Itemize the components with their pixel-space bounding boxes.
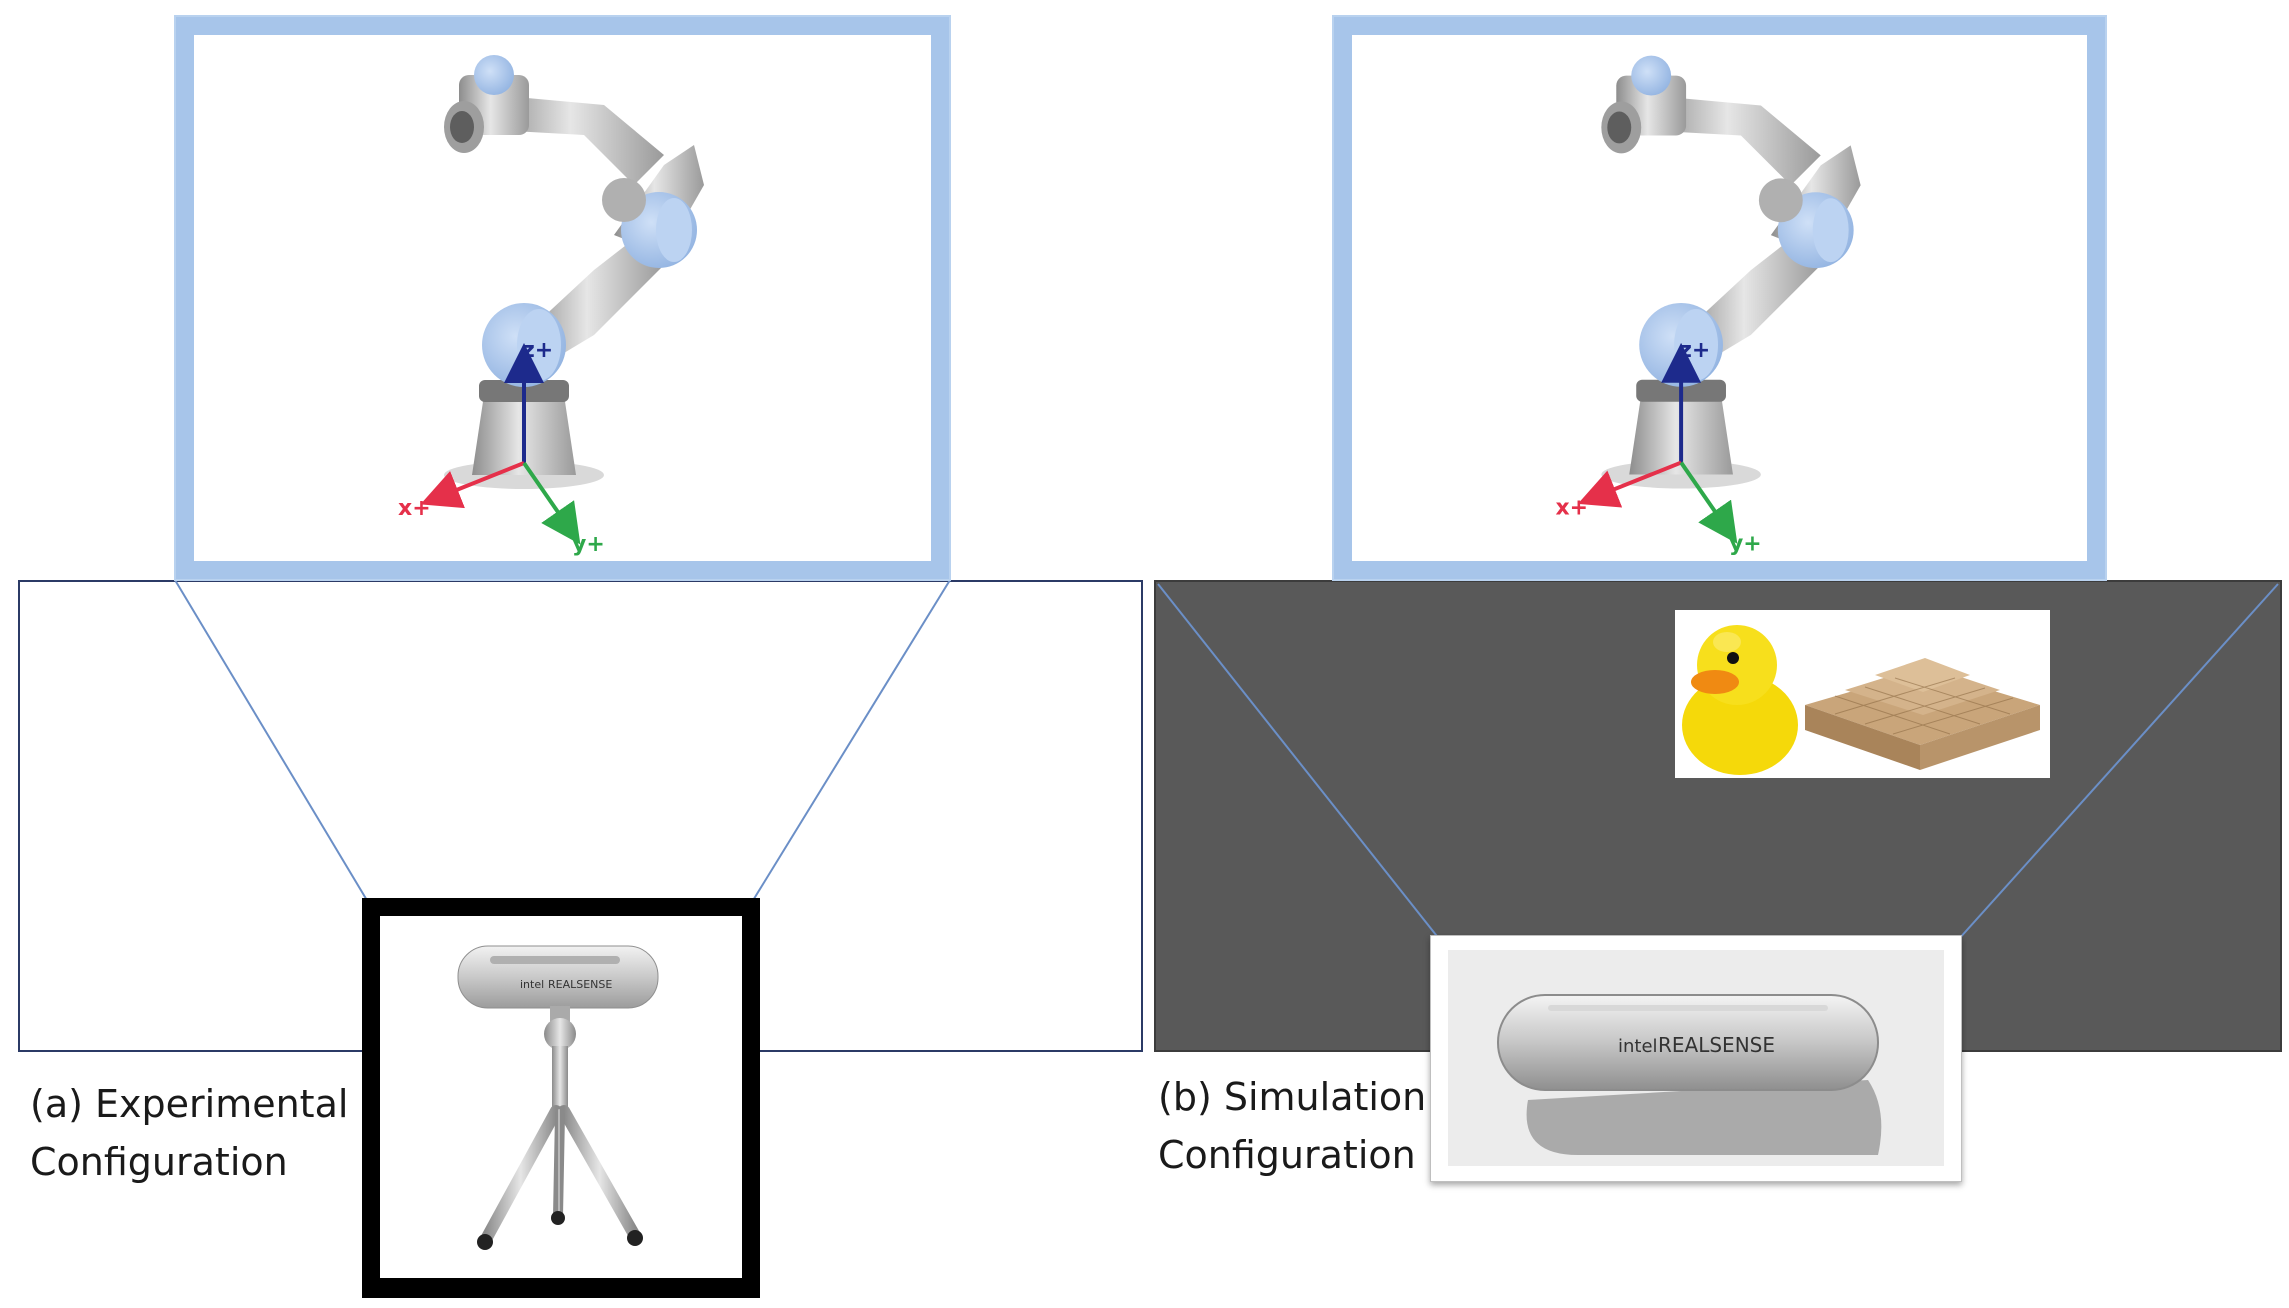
- sim-camera-view-frustum: [1157, 583, 2279, 941]
- camera-brand-text: REALSENSE: [548, 978, 612, 991]
- panel-a: z+ x+ y+ intel REALSENSE: [18, 15, 1143, 1298]
- robot-arm-icon: z+ x+ y+: [398, 55, 704, 557]
- sim-camera-photo-frame: intel REALSENSE: [1430, 935, 1962, 1182]
- caption-a-line1: (a) Experimental: [30, 1082, 349, 1126]
- caption-b-line2: Configuration: [1158, 1133, 1416, 1177]
- panel-b: z+ x+ y+: [1150, 0, 2289, 1308]
- camera-photo-inner: intel REALSENSE: [380, 916, 742, 1278]
- camera-logo-text: intel: [520, 978, 544, 991]
- caption-b-line1: (b) Simulation: [1158, 1075, 1427, 1119]
- sim-robot-view-frame: z+ x+ y+: [1332, 15, 2107, 581]
- sim-axis-x-label: x+: [1555, 495, 1588, 520]
- camera-on-tripod-icon: intel REALSENSE: [457, 945, 659, 1250]
- sim-objects-image: [1675, 610, 2050, 778]
- caption-a: (a) Experimental Configuration: [30, 1075, 348, 1191]
- sim-camera-icon: intel REALSENSE: [1497, 994, 1882, 1155]
- camera-photo-frame: intel REALSENSE: [362, 898, 760, 1298]
- duck-icon: [1682, 625, 1798, 775]
- sim-camera-logo-text: intel: [1618, 1036, 1658, 1057]
- axis-x-label: x+: [398, 496, 431, 521]
- sim-axis-y-label: y+: [1729, 531, 1762, 556]
- robot-view-frame: z+ x+ y+: [174, 15, 951, 581]
- sim-camera-brand-text: REALSENSE: [1658, 1033, 1775, 1057]
- caption-a-line2: Configuration: [30, 1140, 288, 1184]
- camera-view-frustum: [174, 579, 951, 903]
- axis-z-label: z+: [522, 338, 553, 363]
- wooden-blocks-icon: [1805, 658, 2040, 770]
- robot-view-inner: z+ x+ y+: [194, 35, 931, 561]
- sim-robot-arm-icon: z+ x+ y+: [1555, 55, 1861, 556]
- axis-y-label: y+: [572, 532, 605, 557]
- sim-camera-photo-inner: intel REALSENSE: [1448, 950, 1944, 1166]
- caption-b: (b) Simulation Configuration: [1158, 1068, 1426, 1184]
- sim-robot-view-inner: z+ x+ y+: [1352, 35, 2087, 561]
- sim-axis-z-label: z+: [1679, 338, 1710, 363]
